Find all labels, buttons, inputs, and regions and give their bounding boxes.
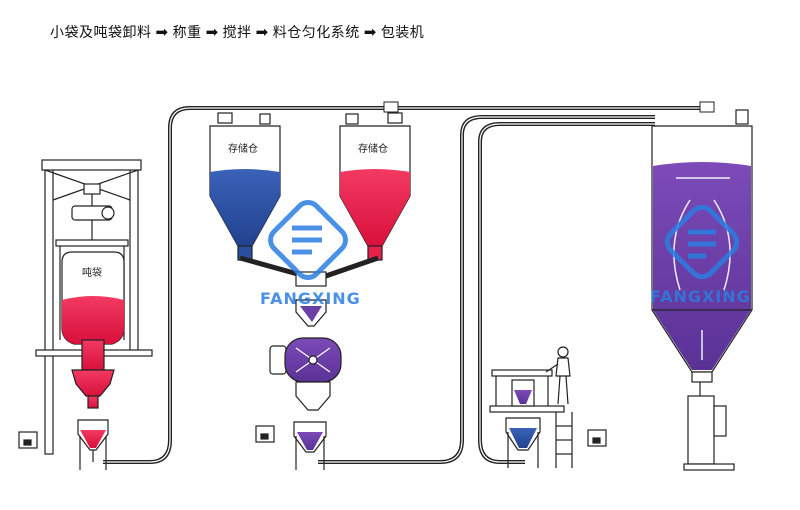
- homogenizing-silo: [651, 109, 753, 471]
- storage-left-label: 存储仓: [228, 142, 258, 155]
- operator-icon: [557, 346, 569, 358]
- flow-step-unloading: 小袋及吨袋卸料: [50, 25, 152, 41]
- brand-logo-icon: [268, 200, 348, 280]
- pipe-valve-icon: [699, 101, 715, 113]
- flow-arrow-icon: ➡: [255, 23, 269, 41]
- brand-logo-icon: [664, 204, 740, 280]
- flow-arrow-icon: ➡: [205, 23, 219, 41]
- watermark-text: FANGXING: [650, 287, 751, 306]
- weighing-mixing-station: [209, 112, 411, 470]
- flow-step-weighing: 称重: [172, 25, 202, 41]
- storage-right-label: 存储仓: [358, 142, 388, 155]
- flow-step-silo-homogenizing: 料仓匀化系统: [272, 25, 360, 41]
- flow-arrow-icon: ➡: [155, 23, 169, 41]
- flow-step-packing: 包装机: [380, 25, 425, 41]
- process-flow-title: 小袋及吨袋卸料➡称重➡搅拌➡料仓匀化系统➡包装机: [50, 22, 424, 42]
- flow-arrow-icon: ➡: [363, 23, 377, 41]
- ton-bag-label: 吨袋: [82, 266, 102, 279]
- hoist-icon: [83, 183, 101, 195]
- pipe-valve-icon: [383, 101, 399, 113]
- ton-bag-unloader: [18, 159, 153, 470]
- packing-machine: [687, 395, 715, 465]
- watermark-text: FANGXING: [260, 289, 361, 308]
- flow-step-mixing: 搅拌: [222, 25, 252, 41]
- manual-feeding-station: [489, 346, 607, 468]
